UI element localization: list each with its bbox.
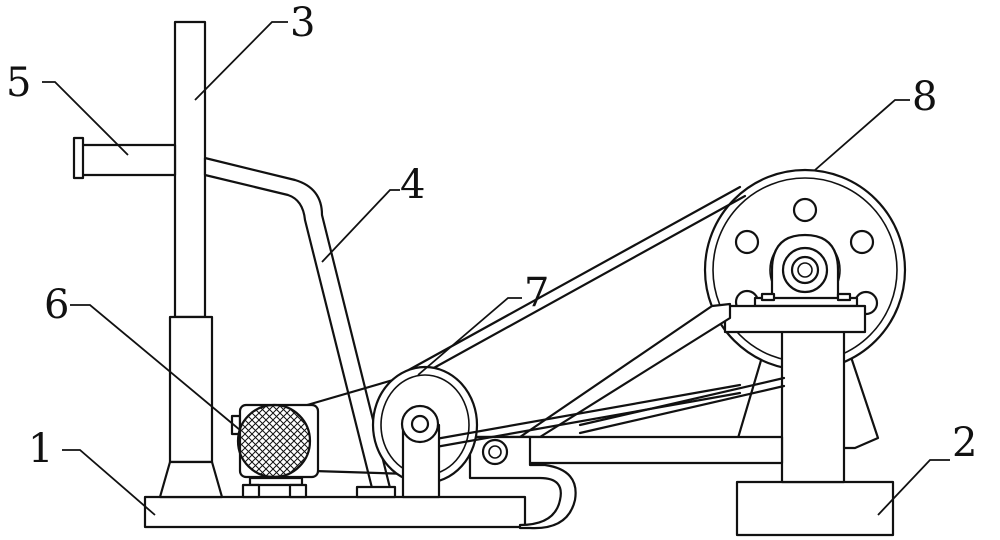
callout-5: 5 — [6, 60, 31, 106]
hitch-pin — [481, 438, 509, 466]
left-base-plate — [143, 495, 527, 529]
callout-4: 4 — [400, 162, 425, 208]
right-base-block — [735, 480, 895, 537]
motor — [230, 403, 320, 499]
callout-2: 2 — [952, 420, 977, 466]
callout-7: 7 — [524, 270, 549, 316]
small-pulley — [371, 365, 742, 499]
right-frame-post — [780, 328, 846, 484]
bearing-housing — [753, 233, 859, 308]
callout-1: 1 — [28, 426, 53, 472]
side-arm — [72, 136, 177, 180]
callout-labels: 1 2 3 4 5 6 7 8 — [6, 0, 977, 472]
top-frame-plate — [723, 304, 867, 334]
callout-6: 6 — [44, 282, 69, 328]
vertical-column — [158, 20, 224, 499]
rod-foot — [355, 485, 397, 499]
leader-lines — [42, 21, 950, 516]
callout-8: 8 — [912, 74, 937, 120]
callout-3: 3 — [290, 0, 315, 46]
upper-belt — [403, 185, 747, 382]
